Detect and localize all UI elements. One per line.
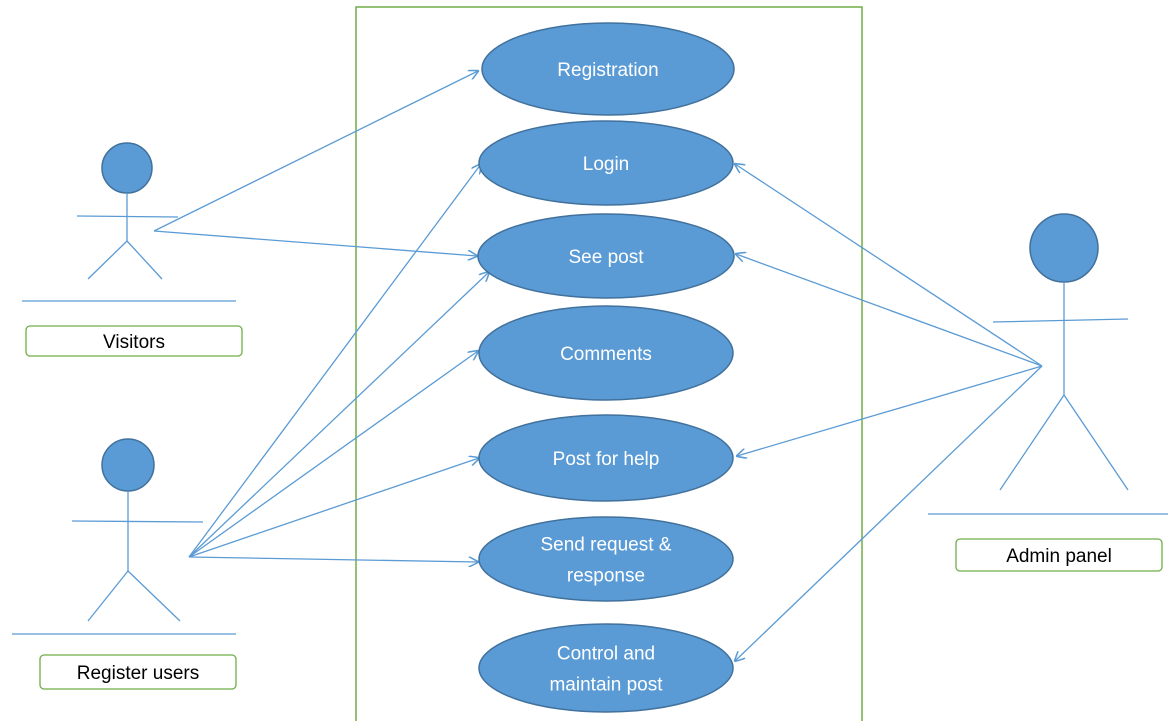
use-case-login: Login	[478, 120, 734, 206]
use-case-ellipse	[478, 305, 734, 401]
actor-label: Visitors	[103, 332, 165, 353]
actor-label: Register users	[77, 663, 200, 684]
actor-head	[101, 142, 153, 194]
actor-visitors: Visitors	[22, 142, 243, 357]
use-case-ellipse	[478, 120, 734, 206]
use-case-ellipse	[478, 414, 734, 502]
use-case-send-request-response: Send request & response	[478, 516, 734, 602]
use-case-label: maintain post	[549, 675, 663, 696]
use-case-ellipse	[478, 623, 734, 713]
actor-label: Admin panel	[1006, 546, 1112, 567]
use-case-label: Send request &	[541, 535, 672, 556]
actor-label-box	[39, 654, 237, 690]
actor-head	[101, 438, 155, 492]
association-admin-panel-to-control-maintain-post	[735, 365, 1043, 661]
association-register-users-to-post-for-help	[188, 458, 479, 558]
use-case-label: See post	[569, 247, 645, 268]
use-case-label: Comments	[560, 344, 652, 365]
actor-arms	[992, 318, 1129, 323]
actor-right-leg	[126, 240, 163, 280]
use-case-control-maintain-post: Control and maintain post	[478, 623, 734, 713]
actor-arms	[71, 520, 204, 523]
actor-right-leg	[1063, 394, 1129, 491]
use-case-label: response	[567, 566, 645, 587]
actor-left-leg	[87, 240, 128, 280]
associations-layer	[153, 71, 1043, 661]
association-register-users-to-login	[188, 164, 481, 558]
use-case-ellipse	[481, 22, 735, 116]
association-admin-panel-to-login	[735, 164, 1043, 367]
use-case-comments: Comments	[478, 305, 734, 401]
association-visitors-to-registration	[153, 71, 478, 232]
association-register-users-to-see-post	[188, 272, 489, 558]
use-case-label: Login	[583, 154, 630, 175]
actor-left-leg	[87, 570, 129, 622]
use-case-label: Control and	[557, 644, 655, 665]
system-boundary	[355, 6, 863, 721]
use-case-post-for-help: Post for help	[478, 414, 734, 502]
use-case-see-post: See post	[477, 213, 735, 299]
actor-admin-panel: Admin panel	[928, 213, 1168, 572]
association-register-users-to-send-request-response	[188, 556, 478, 562]
association-visitors-to-see-post	[153, 230, 477, 256]
use-case-label: Post for help	[553, 449, 660, 470]
actor-left-leg	[999, 394, 1065, 491]
use-case-ellipse	[478, 516, 734, 602]
actor-label-box	[25, 325, 243, 357]
actor-label-box	[955, 538, 1163, 572]
use-case-ellipse	[477, 213, 735, 299]
association-admin-panel-to-post-for-help	[737, 365, 1043, 456]
use-case-label: Registration	[557, 60, 658, 81]
actor-right-leg	[127, 570, 181, 622]
actor-register-users: Register users	[12, 438, 237, 690]
use-case-registration: Registration	[481, 22, 735, 116]
actor-head	[1029, 213, 1099, 283]
actor-arms	[76, 215, 179, 218]
association-admin-panel-to-see-post	[736, 254, 1043, 367]
association-register-users-to-comments	[188, 351, 478, 558]
